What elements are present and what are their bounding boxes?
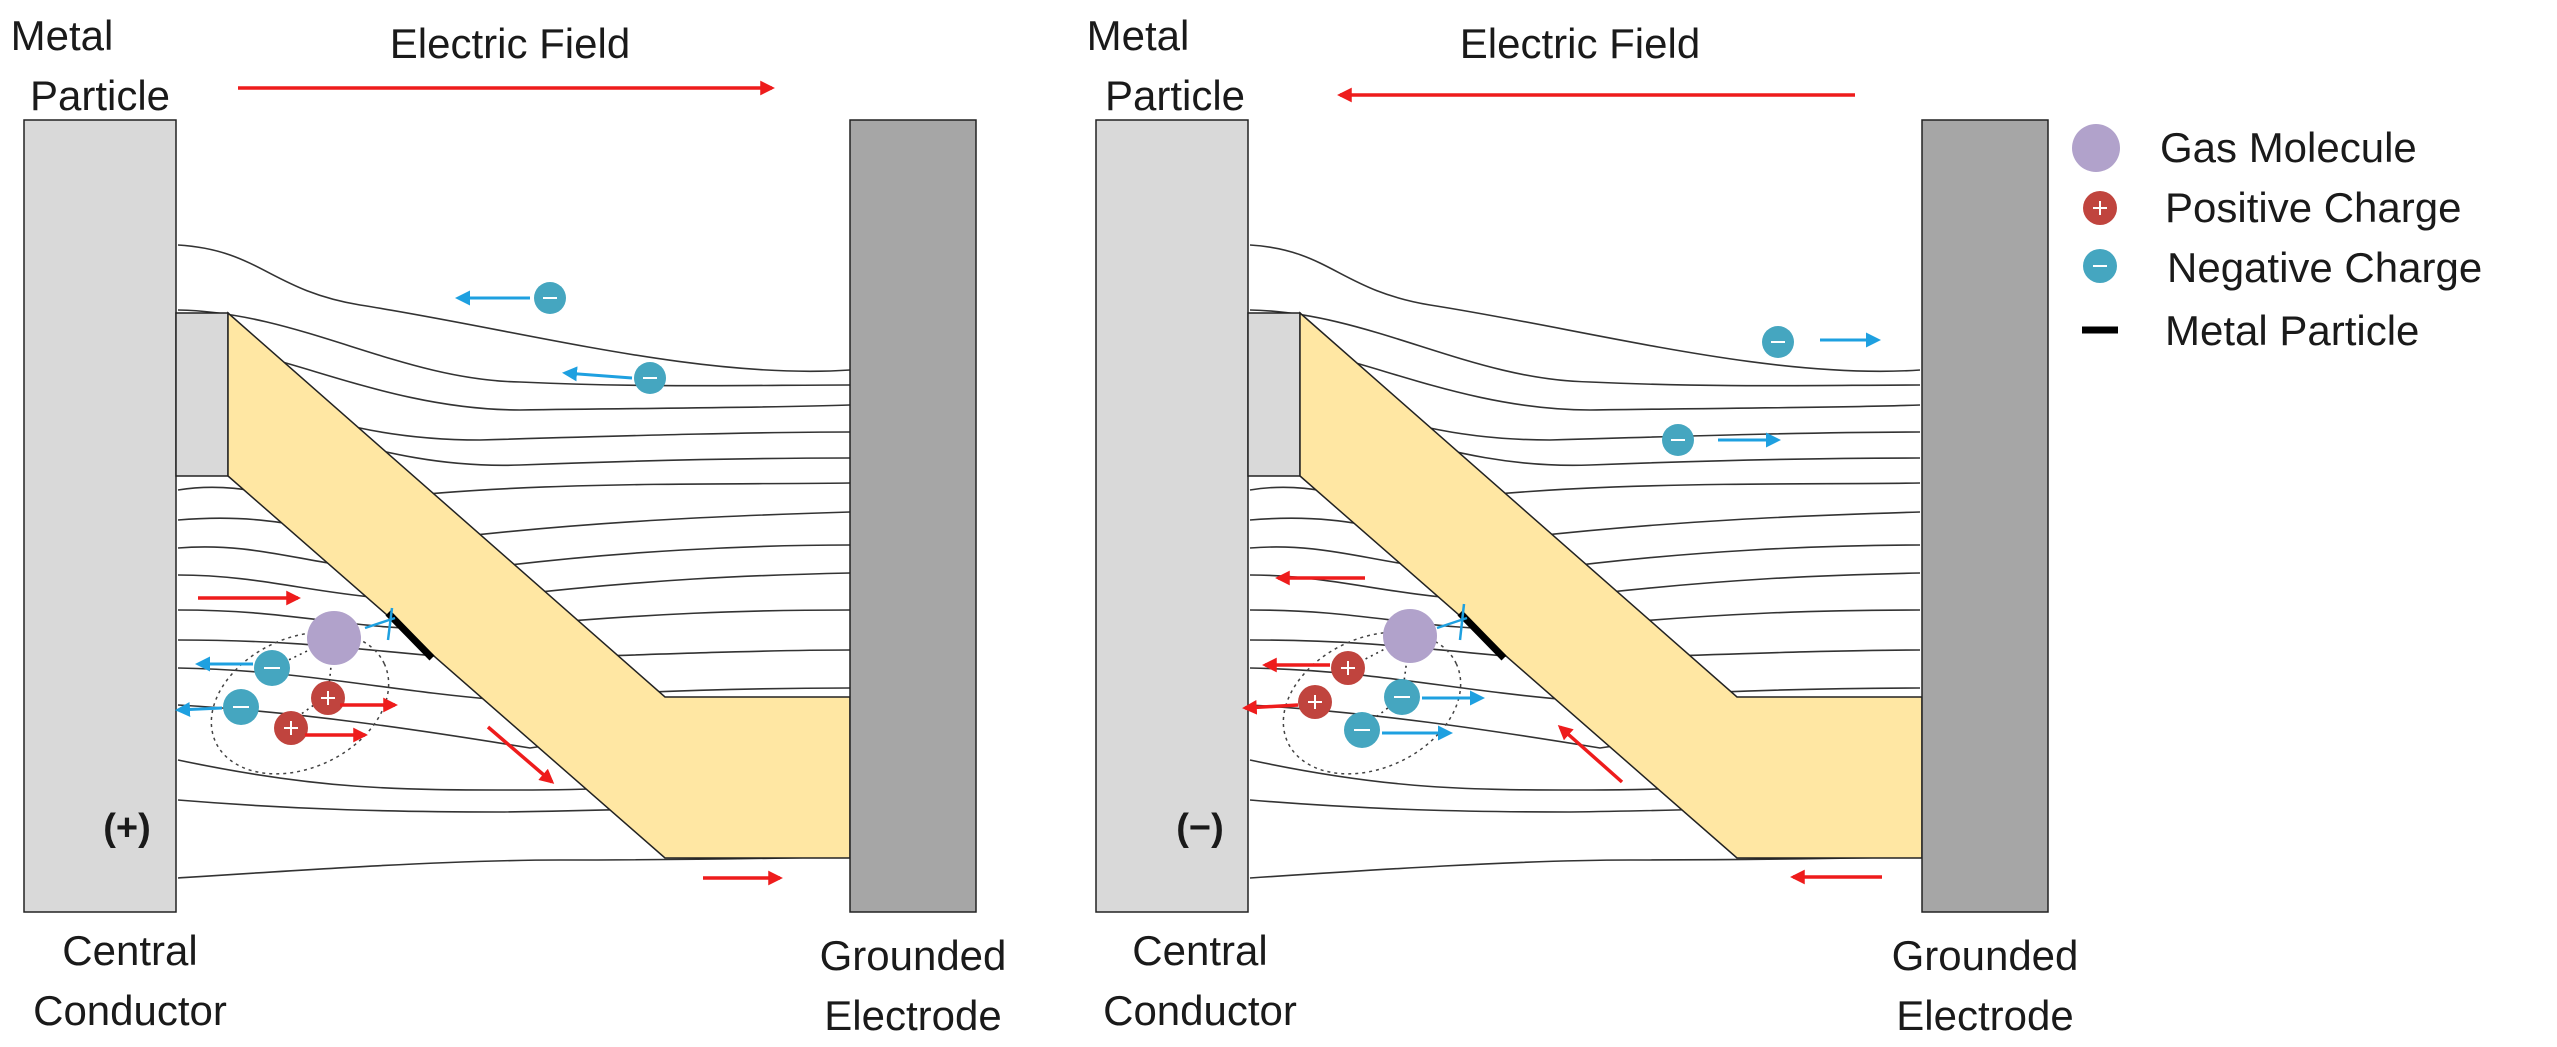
- negative-charge: [534, 282, 566, 314]
- force-arrow: [175, 701, 223, 717]
- metal-particle: [1457, 610, 1507, 661]
- legend: Gas Molecule Positive Charge Negative Ch…: [2072, 124, 2482, 354]
- metal-particle-label: Particle: [30, 72, 170, 119]
- ionization-region: [1282, 631, 1462, 775]
- force-arrow: [562, 366, 633, 382]
- grounded-electrode-label: Grounded: [1892, 932, 2079, 979]
- polarity-label: (−): [1176, 807, 1224, 849]
- negative-charge: [254, 650, 290, 686]
- negative-charge: [1762, 326, 1794, 358]
- legend-label: Positive Charge: [2165, 184, 2461, 231]
- negative-charge: [1384, 679, 1420, 715]
- grounded-electrode-label: Electrode: [824, 992, 1001, 1039]
- insulator-spacer: [1299, 311, 1923, 859]
- negative-charge: [634, 362, 666, 394]
- metal-particle-label: Metal: [11, 12, 114, 59]
- central-conductor: [1095, 119, 1249, 913]
- central-conductor-label: Central: [1132, 927, 1267, 974]
- conductor-step: [175, 312, 229, 477]
- positive-charge-icon: [2083, 191, 2117, 225]
- insulator-spacer: [227, 311, 851, 859]
- metal-particle: [385, 610, 435, 661]
- ionization-region: [210, 631, 390, 775]
- positive-charge: [1331, 651, 1365, 685]
- central-conductor: [23, 119, 177, 913]
- discharge-tick: [364, 607, 396, 641]
- gas-molecule: [1383, 609, 1437, 663]
- negative-charge: [1662, 424, 1694, 456]
- negative-charge: [223, 689, 259, 725]
- force-arrow: [486, 725, 555, 784]
- polarity-label: (+): [103, 807, 151, 849]
- electric-field-label: Electric Field: [1460, 20, 1700, 67]
- legend-label: Negative Charge: [2167, 244, 2482, 291]
- conductor-step: [1247, 312, 1301, 477]
- central-conductor-label: Conductor: [33, 987, 227, 1034]
- panel-left: Metal Particle Electric Field (+) Centra…: [11, 12, 1007, 1039]
- electric-field-label: Electric Field: [390, 20, 630, 67]
- gas-molecule-icon: [2072, 124, 2120, 172]
- grounded-electrode-label: Electrode: [1896, 992, 2073, 1039]
- panel-right: Metal Particle Electric Field (−) Centra…: [1087, 12, 2079, 1039]
- positive-charge: [311, 681, 345, 715]
- legend-label: Metal Particle: [2165, 307, 2419, 354]
- metal-particle-label: Particle: [1105, 72, 1245, 119]
- central-conductor-label: Central: [62, 927, 197, 974]
- force-arrow: [1557, 725, 1624, 784]
- discharge-tick: [1436, 603, 1468, 641]
- legend-label: Gas Molecule: [2160, 124, 2417, 171]
- central-conductor-label: Conductor: [1103, 987, 1297, 1034]
- force-arrow: [1242, 699, 1299, 715]
- negative-charge: [1344, 712, 1380, 748]
- negative-charge-icon: [2083, 249, 2117, 283]
- positive-charge: [274, 711, 308, 745]
- grounded-electrode: [1921, 119, 2049, 913]
- metal-particle-label: Metal: [1087, 12, 1190, 59]
- grounded-electrode: [849, 119, 977, 913]
- positive-charge: [1298, 685, 1332, 719]
- gas-molecule: [307, 611, 361, 665]
- grounded-electrode-label: Grounded: [820, 932, 1007, 979]
